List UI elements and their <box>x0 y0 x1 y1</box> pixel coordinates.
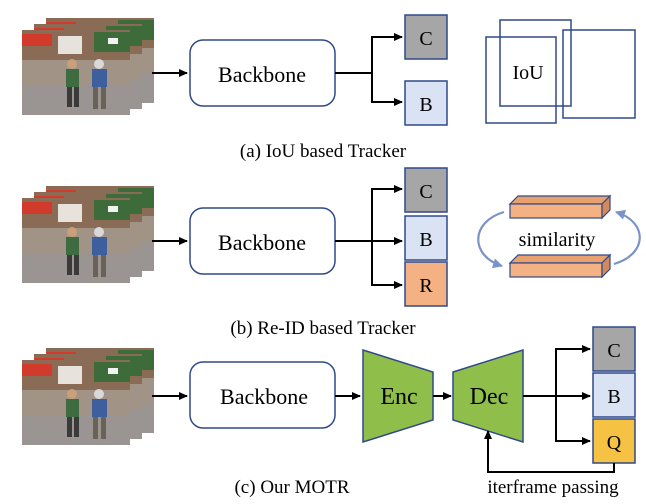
encoder-trapezoid <box>362 348 434 444</box>
panel-a: Backbone C B IoU (a) IoU based Tracker <box>22 14 636 162</box>
arrow-to-reid <box>371 241 403 289</box>
bounding-box-label: B <box>419 94 432 116</box>
bounding-box-output <box>404 80 448 126</box>
caption-a: (a) IoU based Tracker <box>240 141 407 162</box>
decoder-trapezoid <box>452 348 524 444</box>
interframe-feedback-arrow <box>484 430 615 473</box>
bounding-box-label: B <box>419 229 432 251</box>
reid-label: R <box>419 275 433 297</box>
backbone-label: Backbone <box>218 230 306 255</box>
similarity-label: similarity <box>519 229 596 251</box>
video-frames-stack-icon <box>22 18 154 115</box>
feature-bars-cycle-icon <box>477 194 641 279</box>
arrow-to-classification <box>335 185 403 242</box>
bounding-box-output <box>592 372 636 418</box>
encoder-label: Enc <box>380 384 417 410</box>
decoder-label: Dec <box>470 384 509 410</box>
classification-label: C <box>419 181 432 203</box>
arrow-to-classification <box>555 345 591 396</box>
track-query-box <box>592 418 636 464</box>
panel-c: Backbone Enc Dec C B Q iterframe passing… <box>22 326 636 498</box>
overlapping-boxes-icon <box>485 19 636 124</box>
arrow-to-query <box>555 396 591 445</box>
video-frames-stack-icon <box>22 348 154 445</box>
backbone-label: Backbone <box>218 62 306 87</box>
classification-box <box>404 14 448 60</box>
feedback-label: iterframe passing <box>487 477 619 498</box>
backbone-label: Backbone <box>220 384 308 409</box>
classification-label: C <box>607 340 620 362</box>
classification-box <box>404 167 448 213</box>
video-frames-stack-icon <box>22 186 154 283</box>
bounding-box-output <box>404 215 448 261</box>
classification-box <box>592 326 636 372</box>
caption-b: (b) Re-ID based Tracker <box>230 318 416 339</box>
panel-b: Backbone C B R similarity (b) Re-ID base… <box>22 167 641 339</box>
track-query-label: Q <box>607 432 622 454</box>
arrow-to-box <box>371 73 403 106</box>
caption-c: (c) Our MOTR <box>234 477 349 498</box>
arrow-to-classification <box>335 33 403 74</box>
classification-label: C <box>419 28 432 50</box>
reid-feature-box <box>404 261 448 307</box>
bounding-box-label: B <box>607 386 620 408</box>
iou-label: IoU <box>512 62 544 84</box>
